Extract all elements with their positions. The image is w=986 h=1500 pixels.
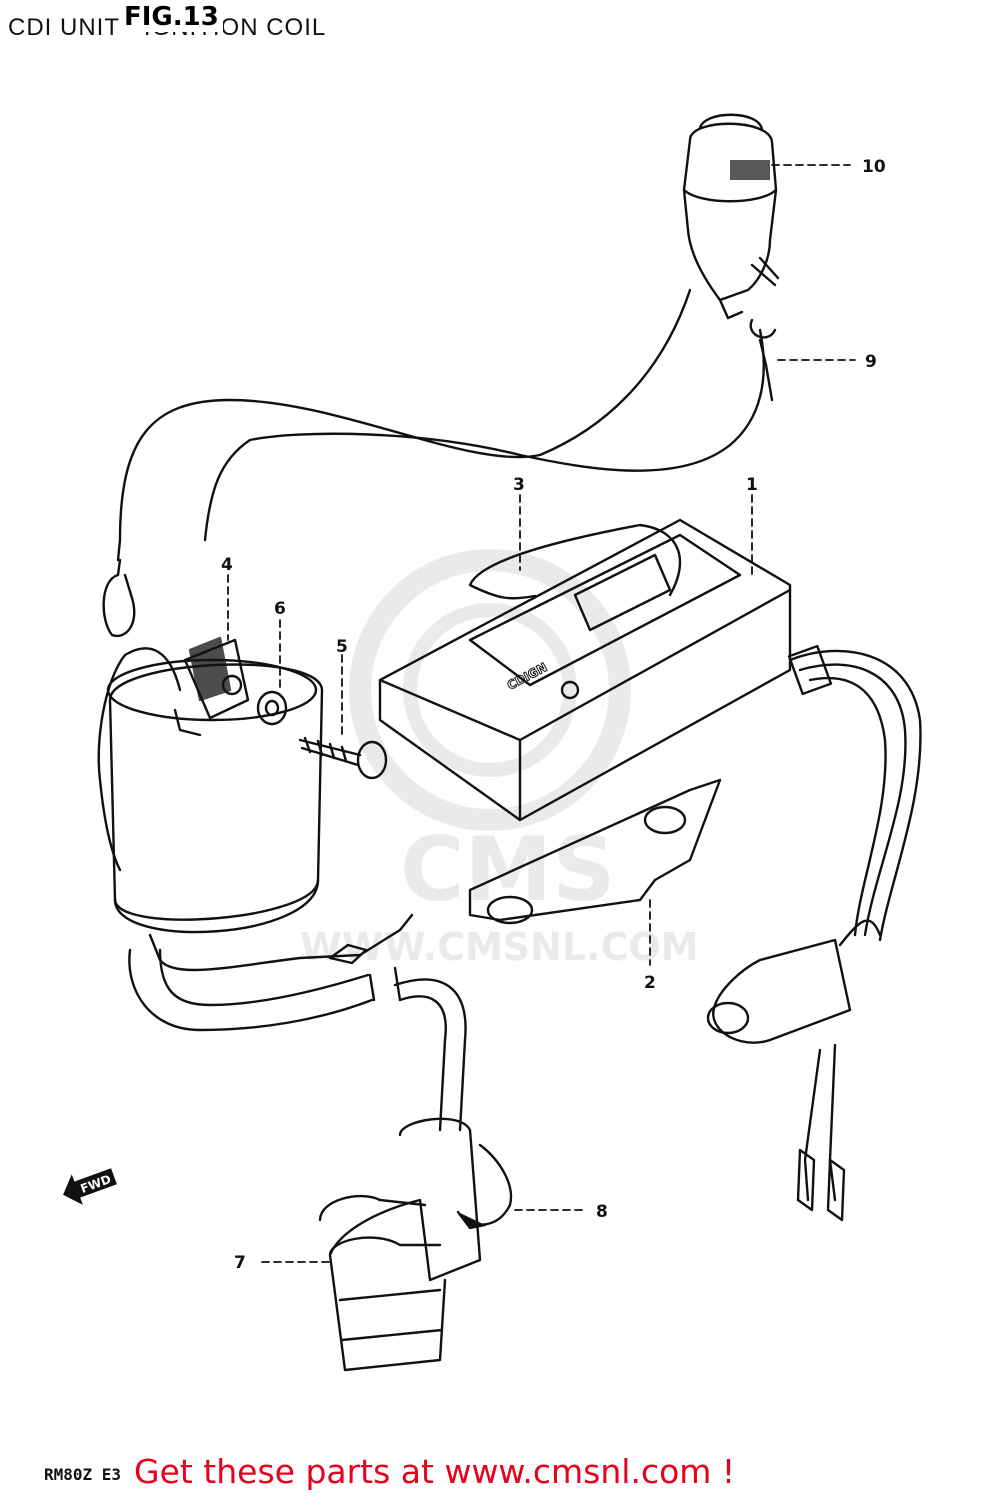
callout-8: 8 [596,1202,608,1222]
model-code: RM80Z E3 [44,1465,122,1484]
callout-6: 6 [274,599,286,619]
get-parts-link[interactable]: Get these parts at www.cmsnl.com ! [134,1452,736,1491]
cdi-band [468,523,682,600]
callout-2: 2 [644,973,656,993]
mount-hole-rear [643,805,687,835]
ignition-coil [106,636,324,934]
callout-10: 10 [862,157,886,177]
figure-label: FIG.13 [120,2,223,32]
ring-terminal [102,558,136,638]
spark-plug-cap [318,1117,482,1372]
high-tension-lead [128,948,467,1132]
fwd-label: FWD [79,1172,113,1196]
mounting-screw [298,736,388,780]
washer [256,690,288,726]
harness-connector [706,919,882,1044]
watermark-brand: CMS [400,818,616,921]
bullet-terminal-left [796,1148,816,1212]
coil-primary-wire [97,647,182,872]
switch-wire-left [116,288,692,562]
forward-direction-arrow: FWD [63,1168,117,1205]
callout-numbers: 10 9 1 3 4 6 5 2 7 8 [221,157,886,1273]
callout-9: 9 [865,352,877,372]
callout-1: 1 [746,475,758,495]
callout-7: 7 [234,1253,246,1273]
switch-wire-right [203,328,765,542]
callout-5: 5 [336,637,348,657]
watermark-url: WWW.CMSNL.COM [300,925,699,969]
callout-4: 4 [221,555,233,575]
kill-switch [682,113,780,320]
mount-hole-front [486,895,534,925]
callout-3: 3 [513,475,525,495]
cdi-harness [788,649,922,942]
bullet-connector-coil [328,943,368,965]
harness-clip [787,644,833,696]
bullet-terminal-right [826,1158,846,1222]
cdi-label: CDIGN [505,660,550,693]
coil-ground-wire [148,913,414,972]
mounting-plate [468,778,722,922]
watermark: CMS WWW.CMSNL.COM [300,549,699,969]
spade-terminal [749,318,777,402]
callout-leaders [227,164,856,1263]
